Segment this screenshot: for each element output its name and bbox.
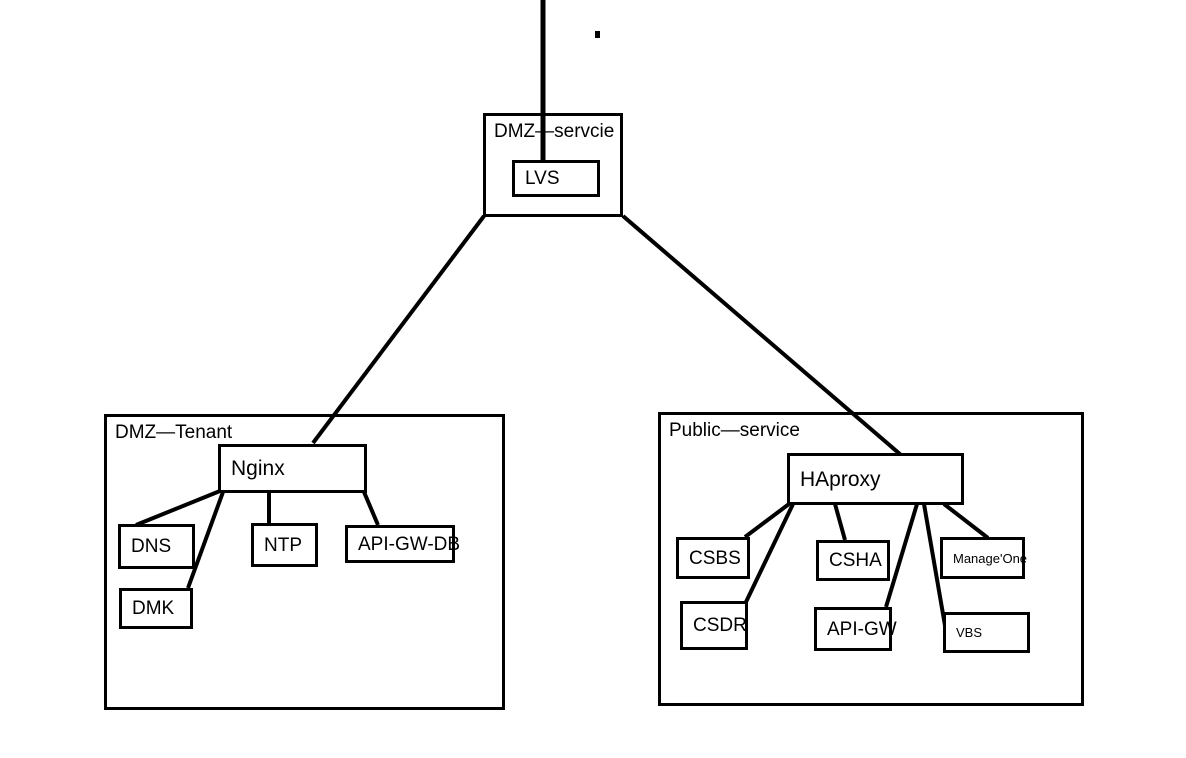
node-ntp[interactable]: NTP	[251, 523, 318, 567]
node-haproxy-label: HAproxy	[800, 467, 881, 491]
node-csha-label: CSHA	[829, 550, 882, 571]
node-api-gw-db-label: API-GW-DB	[358, 533, 461, 555]
node-lvs-label: LVS	[525, 168, 560, 189]
node-dns[interactable]: DNS	[118, 524, 195, 569]
stray-dot	[595, 31, 600, 38]
node-manage-one[interactable]: Manage'One	[940, 537, 1028, 579]
node-ntp-label: NTP	[264, 534, 302, 556]
group-public-service-label: Public—service	[669, 420, 800, 441]
node-csdr[interactable]: CSDR	[680, 601, 748, 650]
group-dmz-tenant-label: DMZ—Tenant	[115, 422, 233, 443]
node-csdr-label: CSDR	[693, 615, 747, 636]
node-lvs[interactable]: LVS	[512, 160, 600, 197]
node-vbs[interactable]: VBS	[943, 612, 1030, 653]
node-csha[interactable]: CSHA	[816, 540, 890, 581]
node-api-gw[interactable]: API-GW	[814, 607, 897, 651]
node-csbs[interactable]: CSBS	[676, 537, 750, 579]
group-dmz-service-label: DMZ—servcie	[494, 121, 615, 142]
node-dns-label: DNS	[131, 536, 172, 557]
node-csbs-label: CSBS	[689, 547, 741, 569]
group-dmz-service: DMZ—servcie	[483, 113, 623, 217]
node-api-gw-db[interactable]: API-GW-DB	[345, 525, 460, 563]
node-dmk-label: DMK	[132, 598, 175, 619]
edge-dmzservice-to-nginx	[311, 214, 486, 445]
node-api-gw-label: API-GW	[827, 618, 897, 640]
node-nginx[interactable]: Nginx	[218, 444, 367, 493]
node-manage-one-label: Manage'One	[953, 550, 1028, 566]
node-dmk[interactable]: DMK	[119, 588, 193, 629]
node-nginx-label: Nginx	[231, 457, 285, 480]
group-dmz-tenant: DMZ—Tenant	[104, 414, 505, 710]
node-vbs-label: VBS	[956, 625, 983, 640]
group-public-service: Public—service	[658, 412, 1084, 706]
node-haproxy[interactable]: HAproxy	[787, 453, 964, 505]
